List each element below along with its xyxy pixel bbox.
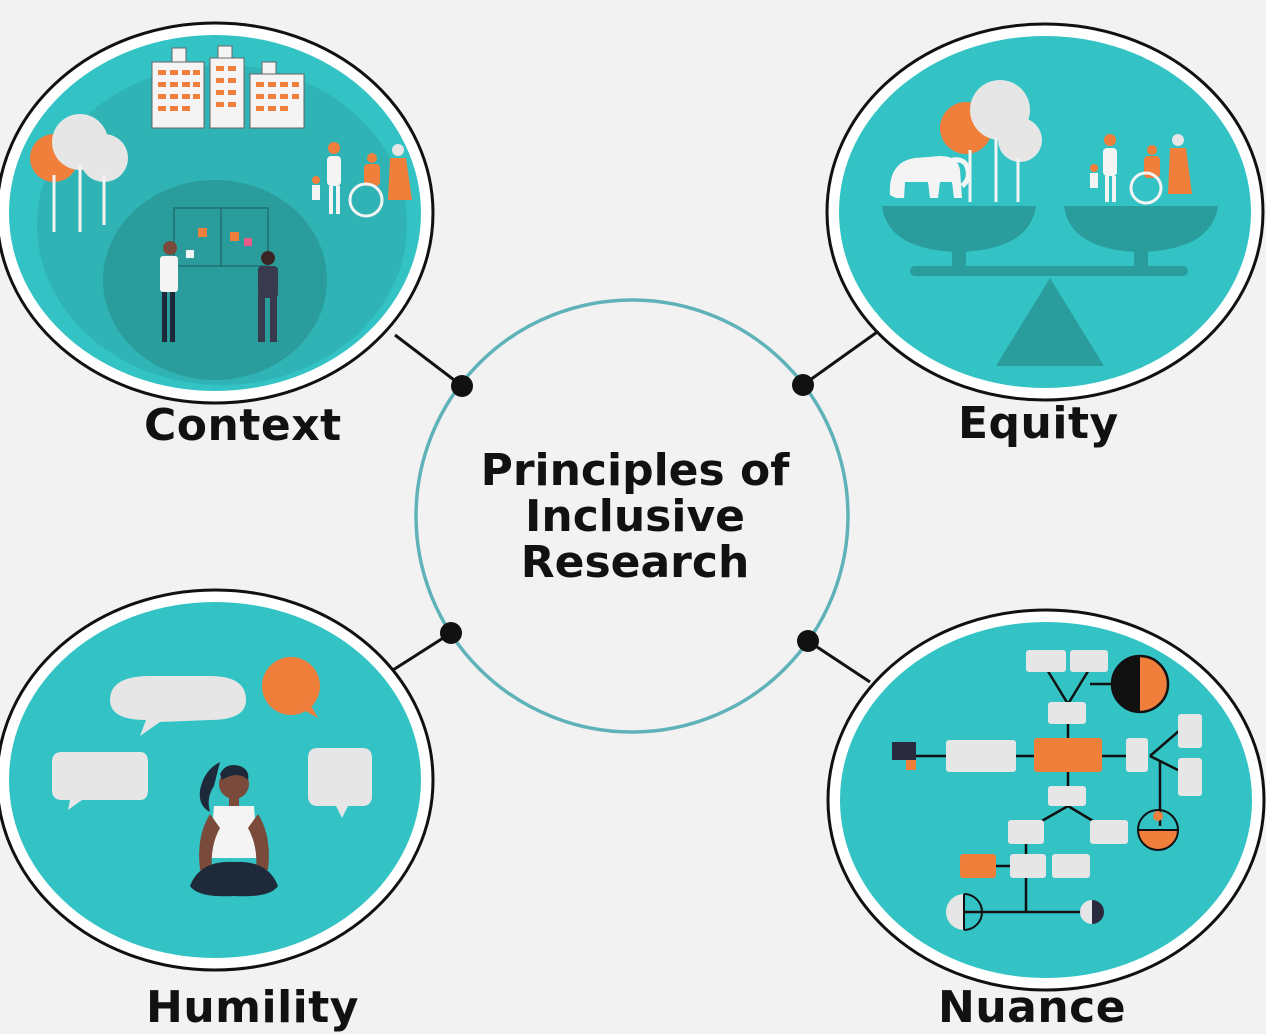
building-icon [151,45,305,129]
principle-label-nuance: Nuance [938,982,1127,1033]
equity-circle [825,22,1265,402]
scale-icon [882,206,1218,366]
principle-label-equity: Equity [958,398,1119,449]
flowchart-icon [892,650,1202,931]
people-icon [312,142,412,218]
dot-equity [792,374,814,396]
speech-bubble-icon [52,657,372,818]
whiteboard-icon [173,207,269,267]
connectors [392,328,881,684]
people-icon [1090,134,1192,205]
context-circle [0,21,435,405]
center-title-line: Research [520,537,750,588]
nuance-circle [826,608,1266,992]
humility-circle [0,588,435,972]
dot-humility [440,622,462,644]
principle-label-context: Context [144,400,342,451]
dot-context [451,375,473,397]
dot-nuance [797,630,819,652]
tree-icon [940,80,1042,202]
connector-equity [802,328,881,387]
center-title: Principles of Inclusive Research [420,448,850,586]
center-title-line: Inclusive [525,491,745,542]
connector-nuance [807,639,871,684]
center-circle [414,298,850,734]
center-title-line: Principles of [480,445,790,496]
connector-context [394,333,463,388]
principle-label-humility: Humility [146,982,359,1033]
connector-dots [440,374,819,652]
tree-icon [30,114,128,232]
people-icon [160,241,278,342]
meditating-person-icon [190,762,278,897]
connector-humility [392,631,452,672]
elephant-icon [889,156,971,198]
